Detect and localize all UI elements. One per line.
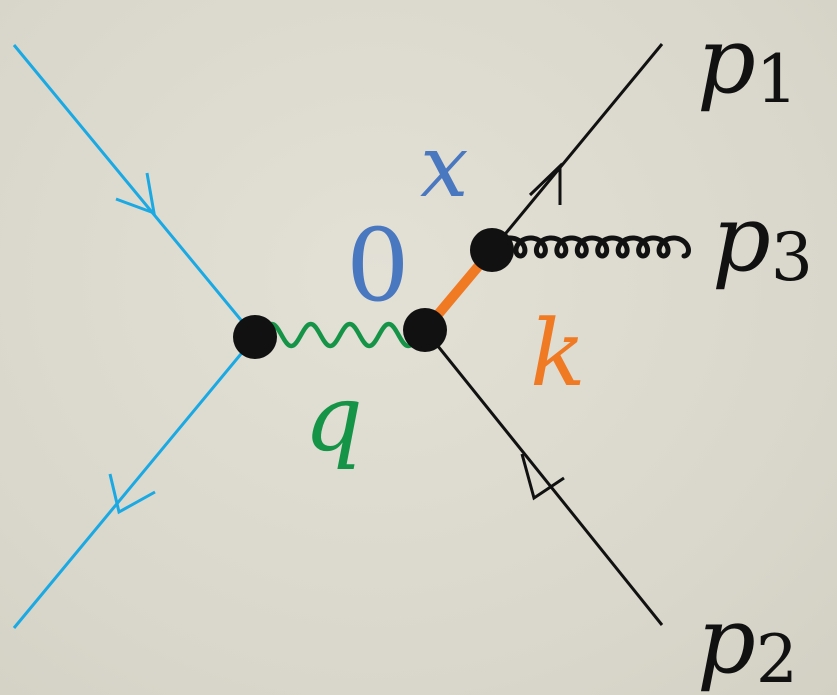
- incoming-fermion-upper: [12, 44, 257, 338]
- fermion-p1-arrow-icon: [528, 162, 562, 205]
- label-p2: p2: [697, 587, 798, 695]
- vertex-q-icon: [233, 315, 277, 359]
- label-zero: 0: [346, 207, 410, 324]
- fermion-line-p1: [490, 43, 664, 251]
- fermion-line-p2: [423, 329, 664, 626]
- fermion-p2-arrow-icon: [520, 453, 565, 501]
- incoming-fermion-upper-arrow-icon: [115, 172, 156, 216]
- incoming-fermion-lower: [12, 336, 257, 629]
- incoming-fermion-lower-arrow-icon: [108, 473, 156, 515]
- photon-line-icon: [259, 321, 421, 349]
- label-k: k: [530, 300, 586, 407]
- label-p3: p3: [712, 185, 813, 296]
- label-p1: p1: [697, 7, 798, 118]
- vertex-zero-icon: [403, 308, 447, 352]
- label-x: x: [420, 117, 469, 217]
- label-q: q: [304, 365, 363, 472]
- gluon-line-icon: [493, 235, 691, 259]
- vertex-x-icon: [470, 228, 514, 272]
